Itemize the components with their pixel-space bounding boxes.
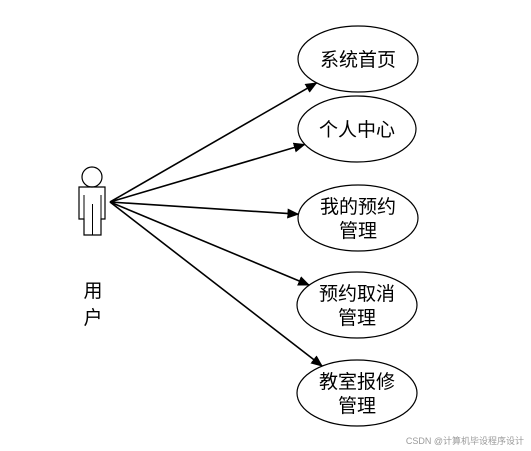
use-case-label-line-1: 预约取消	[319, 283, 395, 305]
association-arrow-repair	[109, 201, 323, 367]
association-arrow-home	[109, 82, 318, 203]
use-case-label-line-2: 管理	[338, 395, 376, 417]
use-case-ellipse	[297, 184, 419, 252]
association-arrow-my-booking	[109, 201, 300, 219]
watermark: CSDN @计算机毕设程序设计	[406, 435, 524, 446]
use-case-ellipse	[297, 25, 419, 93]
use-case-label-line-1: 个人中心	[319, 119, 395, 141]
association-arrow-profile	[109, 142, 306, 203]
use-case-label-line-2: 管理	[339, 220, 377, 242]
association-arrow-cancel-booking	[109, 201, 311, 286]
use-case-label-line-1: 系统首页	[320, 49, 396, 71]
use-case-profile: 个人中心	[297, 95, 417, 163]
use-case-label-line-1: 我的预约	[320, 196, 396, 218]
use-case-ellipse	[296, 359, 418, 427]
actor-name-line-1: 用	[83, 280, 102, 302]
use-case-ellipse	[297, 95, 417, 163]
use-case-home: 系统首页	[297, 25, 419, 93]
actor-name-line-2: 户	[83, 307, 102, 329]
use-case-label-line-2: 管理	[338, 307, 376, 329]
association-lines	[109, 82, 323, 367]
use-case-label-line-1: 教室报修	[319, 371, 395, 393]
actor-body	[78, 186, 106, 236]
actor-head	[81, 166, 103, 188]
actor-figure	[78, 166, 106, 236]
use-case-ellipse	[296, 271, 418, 339]
